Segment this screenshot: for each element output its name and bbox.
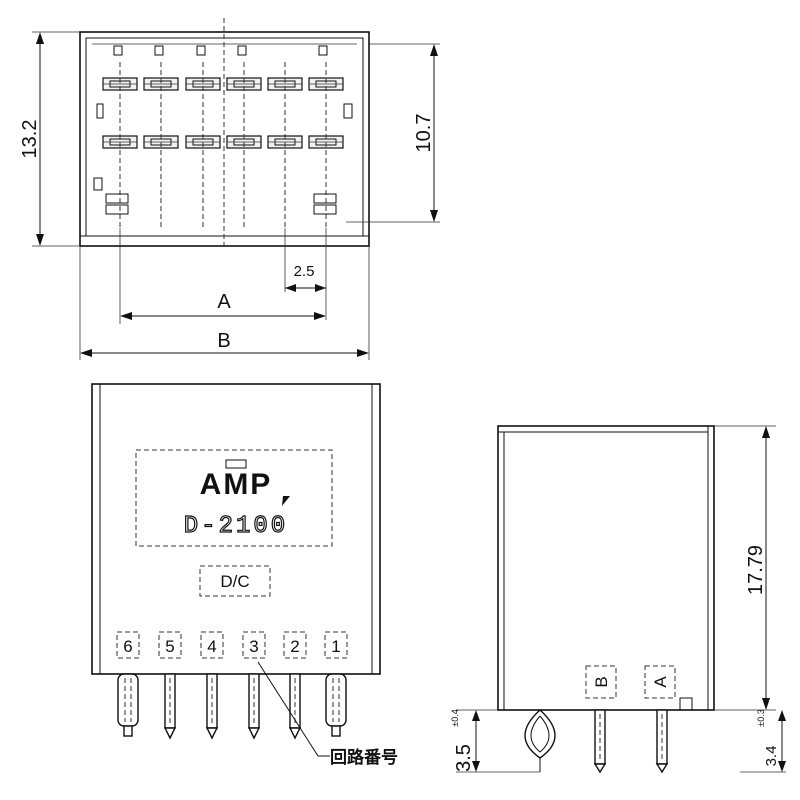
dim-3-5-tol: ±0.4	[450, 709, 460, 726]
dim-13-2-label: 13.2	[19, 120, 41, 159]
top-view-pin-guides	[119, 62, 327, 228]
dim-2-5-label: 2.5	[294, 263, 315, 280]
front-pin	[117, 673, 139, 737]
dim-10-7: 10.7	[346, 43, 440, 223]
dim-17-79-label: 17.79	[745, 545, 767, 595]
dim-2-5: 2.5	[284, 228, 327, 320]
circuit-number-label: 回路番号	[330, 747, 398, 768]
pin-number-box	[116, 631, 140, 659]
top-view-latches	[93, 103, 353, 215]
pin-number-label: 5	[165, 637, 174, 656]
dim-3-4: 3.4 ±0.3	[740, 709, 786, 773]
side-mark-b: B	[592, 676, 611, 687]
top-view-marker-squares	[113, 45, 328, 56]
logo-box	[135, 449, 333, 547]
dim-3-4-tol: ±0.3	[756, 709, 766, 726]
dim-a-label: A	[217, 291, 231, 313]
side-mark-a-box	[644, 665, 676, 699]
pin-number-label: 6	[123, 637, 132, 656]
front-pin	[325, 673, 347, 737]
top-view: 13.2 10.7 2.5 A	[19, 18, 440, 360]
pin-number-labels: 6 5 4 3 2 1	[116, 631, 348, 659]
dim-3-4-label: 3.4	[763, 746, 780, 767]
side-mark-a: A	[651, 676, 670, 688]
front-view-pins	[117, 673, 347, 740]
circuit-number-callout: 回路番号	[257, 661, 398, 768]
pin-number-box	[324, 631, 348, 659]
front-pin	[163, 673, 177, 740]
top-view-contact-rows	[102, 77, 344, 149]
dim-17-79: 17.79	[714, 425, 776, 711]
front-pin	[288, 673, 302, 740]
pin-number-label: 4	[207, 637, 216, 656]
dim-3-5-label: 3.5	[453, 744, 475, 772]
pin-number-label: 2	[290, 637, 299, 656]
brand-logo: AMP	[200, 468, 273, 501]
side-view-notch	[679, 697, 693, 710]
date-code-box	[199, 565, 271, 597]
pin-number-box	[158, 631, 182, 659]
pin-one-mark	[282, 496, 290, 506]
pin-number-label: 3	[249, 637, 258, 656]
side-view-body	[497, 425, 715, 711]
dim-b-label: B	[217, 330, 230, 352]
dim-a: A	[119, 228, 326, 324]
date-code: D/C	[220, 572, 249, 591]
dim-13-2: 13.2	[19, 31, 80, 247]
dim-3-5: 3.5 ±0.4	[450, 709, 540, 773]
dim-b: B	[79, 246, 370, 360]
side-view: B A 17.79	[497, 425, 786, 774]
dim-10-7-label: 10.7	[413, 114, 435, 153]
side-mark-b-box	[585, 665, 617, 699]
pin-number-label: 1	[331, 637, 340, 656]
contact-cell	[102, 77, 138, 91]
pin-number-box	[200, 631, 224, 659]
side-view-pins	[524, 709, 669, 774]
part-number: D-2100	[184, 513, 288, 540]
logo-tab	[225, 459, 247, 469]
front-pin	[205, 673, 219, 740]
front-pin	[247, 673, 261, 740]
pin-number-box	[283, 631, 307, 659]
pin-number-box	[242, 631, 266, 659]
front-view: AMP D-2100 D/C 6 5 4 3 2 1 回路番号 3.5 ±0.4	[91, 383, 540, 773]
